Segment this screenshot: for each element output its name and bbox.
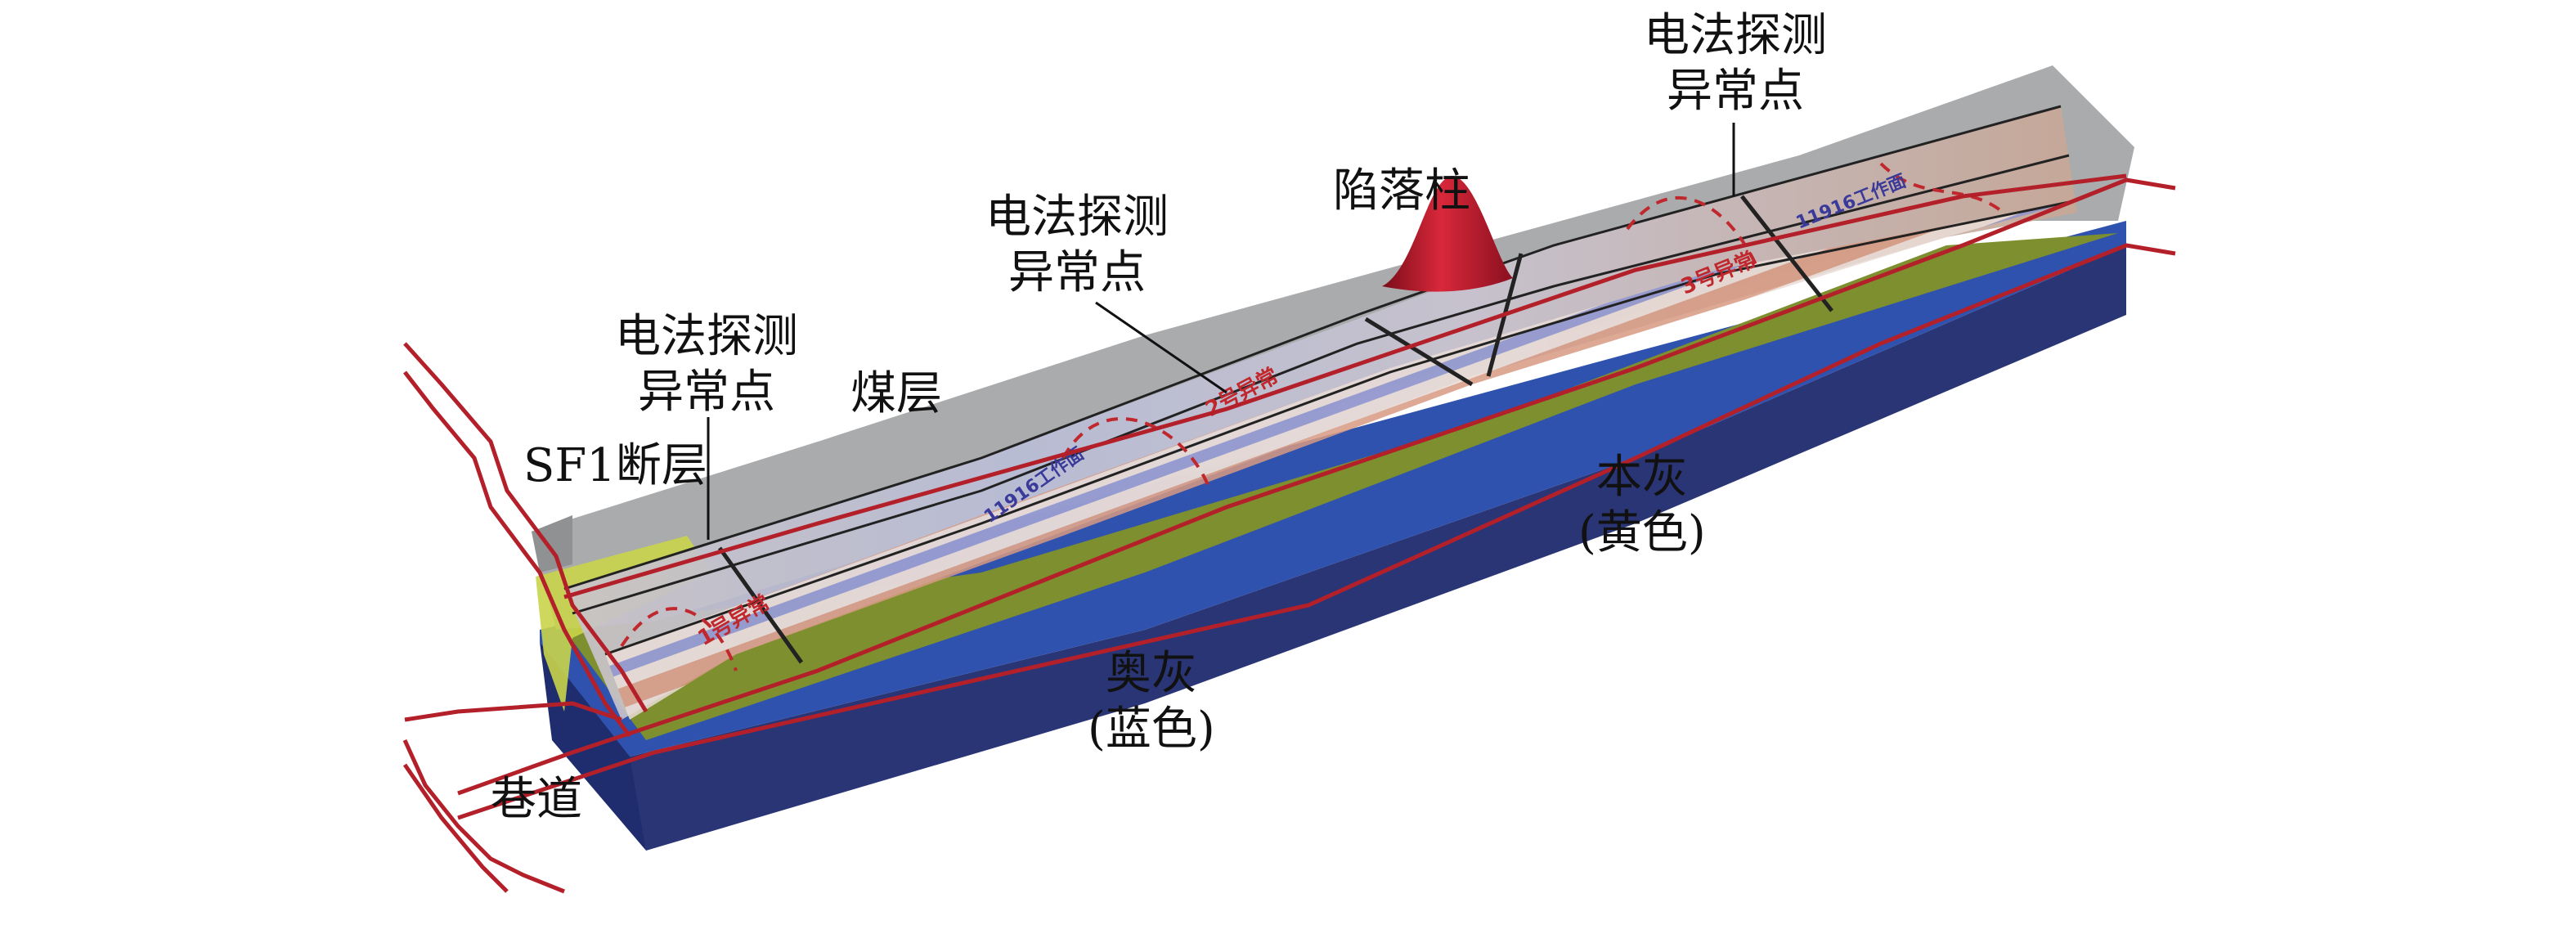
benhui-label: 本灰 (黄色) <box>1578 450 1706 561</box>
benhui-layer <box>564 233 2118 740</box>
anomaly-label-top-right: 电法探测 异常点 <box>1644 8 1827 119</box>
fault-label: SF1断层 <box>523 439 707 492</box>
label-line: 异常点 <box>638 366 775 419</box>
roadway-lines <box>402 173 2176 894</box>
collapse-column-label: 陷落柱 <box>1333 164 1470 218</box>
label-line: 异常点 <box>1008 246 1146 299</box>
label-line: (蓝色) <box>1088 703 1215 756</box>
anomaly-label-middle: 电法探测 异常点 <box>985 190 1169 301</box>
label-line: 奥灰 <box>1105 647 1197 700</box>
aohui-label: 奥灰 (蓝色) <box>1088 646 1215 757</box>
coal-seam-edge <box>532 515 572 573</box>
label-line: 电法探测 <box>985 191 1169 244</box>
label-line: 电法探测 <box>615 310 798 363</box>
roadway-label: 巷道 <box>491 773 582 826</box>
label-line: 异常点 <box>1667 65 1804 118</box>
label-line: 电法探测 <box>1644 9 1827 62</box>
label-line: 本灰 <box>1595 451 1688 504</box>
leader-lines <box>707 123 1735 540</box>
collapse-column <box>1382 176 1513 292</box>
label-line: (黄色) <box>1578 506 1706 559</box>
coal-seam-label: 煤层 <box>850 367 942 420</box>
anomaly-label-left: 电法探测 异常点 <box>615 309 798 420</box>
